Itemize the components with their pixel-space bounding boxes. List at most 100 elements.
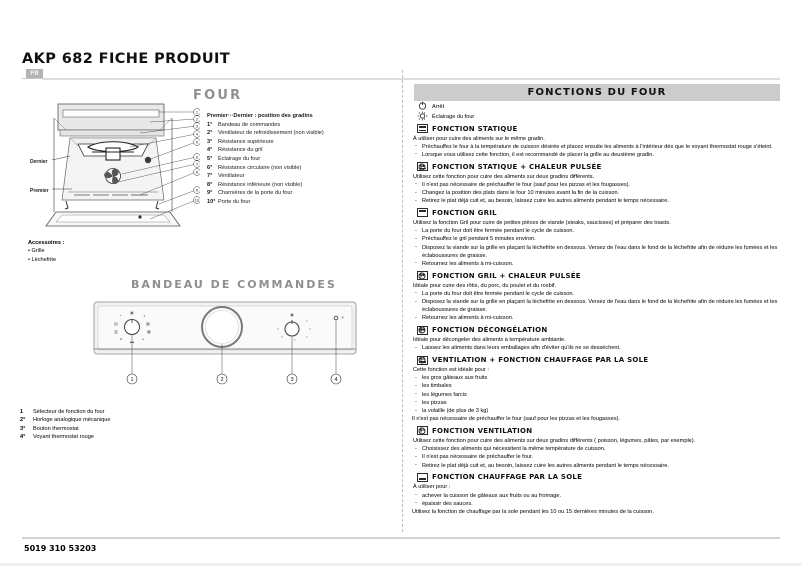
function-block-decongelation: FONCTION DÉCONGÉLATION Idéale pour décon…: [412, 324, 786, 352]
oven-legend-item: 5°Éclairage du four: [207, 155, 397, 164]
svg-text:1: 1: [130, 377, 133, 383]
function-block-sole: FONCTION CHAUFFAGE PAR LA SOLE À utilise…: [412, 471, 786, 516]
function-heading: FONCTION CHAUFFAGE PAR LA SOLE: [412, 471, 786, 483]
function-bullet: Changez la position des plats dans le fo…: [412, 189, 786, 197]
functions-band: FONCTIONS DU FOUR: [414, 84, 780, 101]
oven-diagram: Dernier Premier: [30, 100, 201, 240]
legend-text: Résistance supérieure: [218, 138, 274, 145]
legend-text: Bouton thermostat: [33, 425, 79, 432]
panel-legend-item: 3°Bouton thermostat: [20, 425, 110, 433]
function-title: FONCTION GRIL: [432, 208, 497, 217]
oven-legend-item: 6°Résistance circulaire (non visible): [207, 164, 397, 173]
legend-number: 1: [20, 409, 24, 415]
function-bullet: la volaille (de plus de 3 kg): [412, 407, 786, 415]
legend-number: 3°: [207, 138, 213, 145]
function-title: FONCTION DÉCONGÉLATION: [432, 326, 548, 335]
svg-text:▪: ▪: [281, 334, 283, 339]
function-bullet: les gros gâteaux aux fruits: [412, 374, 786, 382]
legend-text: Ventilateur: [218, 173, 245, 180]
oven-section-title: FOUR: [193, 88, 243, 103]
legend-number: 4°: [207, 147, 213, 154]
function-title: FONCTION GRIL + CHALEUR PULSÉE: [432, 271, 581, 280]
svg-text:10: 10: [195, 198, 200, 203]
legend-text: Horloge analogique mécanique: [33, 417, 111, 424]
oven-label-bottom: Premier: [30, 188, 49, 194]
legend-text: Voyant thermostat rouge: [33, 434, 94, 441]
function-bullet: La porte du four doit être fermée pendan…: [412, 227, 786, 235]
svg-text:▪: ▪: [294, 337, 296, 342]
function-intro: Utilisez cette fonction pour cuire des a…: [413, 173, 595, 180]
svg-text:2: 2: [196, 117, 199, 122]
svg-text:▦: ▦: [146, 321, 150, 326]
footer-divider: [22, 537, 780, 539]
function-heading: FONCTION GRIL: [412, 207, 786, 219]
svg-text:3: 3: [290, 377, 293, 383]
svg-text:9: 9: [196, 188, 199, 193]
svg-text:7: 7: [196, 162, 199, 167]
svg-text:▩: ▩: [147, 329, 151, 334]
fan-bottom-heat-function-icon: [412, 355, 432, 365]
grill-function-icon: [412, 208, 432, 218]
power-off-icon: [412, 101, 432, 112]
static-fan-function-icon: [412, 162, 432, 172]
grill-fan-function-icon: [412, 271, 432, 281]
svg-text:6: 6: [196, 155, 199, 160]
function-block-ventilation: FONCTION VENTILATION Utilisez cette fonc…: [412, 425, 786, 470]
oven-legend-item: 10°Porte du four: [207, 198, 397, 207]
function-bullets: Il n'est pas nécessaire de préchauffer l…: [412, 180, 786, 206]
svg-text:▣: ▣: [130, 310, 134, 315]
function-label-off: Arrêt: [432, 103, 445, 110]
function-bullet: les timbales: [412, 382, 786, 390]
accessories-block: Accessoires : • Grille • Lèchefrite: [28, 239, 64, 264]
oven-legend-item: 8°Résistance inférieure (non visible): [207, 181, 397, 190]
svg-text:▣: ▣: [290, 312, 294, 317]
function-outro: Utilisez la fonction de chauffage par la…: [412, 508, 654, 515]
function-block-ventilation-sole: VENTILATION + FONCTION CHAUFFAGE PAR LA …: [412, 354, 786, 423]
legend-number: 7°: [207, 173, 213, 180]
function-bullet: Retournez les aliments à mi-cuisson.: [412, 259, 786, 268]
svg-text:▬: ▬: [130, 339, 135, 344]
function-bullets: Laissez les aliments dans leurs emballag…: [412, 344, 786, 352]
bottom-heat-function-icon: [412, 472, 432, 482]
svg-text:◑: ◑: [143, 313, 146, 318]
function-bullets: les gros gâteaux aux fruits les timbales…: [412, 374, 786, 415]
ventilation-function-icon: [412, 426, 432, 436]
function-bullet: Retirez le plat déjà cuit et, au besoin,…: [412, 197, 786, 205]
oven-legend-item: 1°Bandeau de commandes: [207, 121, 397, 130]
control-panel-legend: 1 Sélecteur de fonction du four 2° Horloge…: [20, 408, 110, 442]
svg-text:✳: ✳: [341, 315, 345, 320]
svg-text:5: 5: [196, 140, 199, 145]
oven-legend-item: 2°Ventilateur de refroidissement (non vi…: [207, 129, 397, 138]
footer-document-code: 5019 310 53203: [24, 544, 97, 553]
defrost-function-icon: [412, 325, 432, 335]
legend-number: 10°: [207, 198, 216, 205]
legend-text: Résistance du gril: [218, 147, 263, 154]
svg-text:2: 2: [220, 377, 223, 383]
function-heading: FONCTION STATIQUE + CHALEUR PULSÉE: [412, 161, 786, 173]
static-function-icon: [412, 124, 432, 133]
column-divider: [402, 70, 404, 532]
legend-text: Ventilateur de refroidissement (non visi…: [218, 130, 324, 137]
header-divider-secondary: [43, 78, 780, 80]
legend-number: 9°: [207, 190, 213, 197]
function-bullet: Lorsque vous utilisez cette fonction, il…: [412, 150, 786, 159]
svg-text:▤: ▤: [114, 321, 118, 326]
function-title: FONCTION CHAUFFAGE PAR LA SOLE: [432, 473, 583, 482]
function-bullets: achever la cuisson de gâteaux aux fruits…: [412, 491, 786, 508]
legend-text: Bandeau de commandes: [218, 121, 281, 128]
function-intro: Cette fonction est idéale pour :: [413, 367, 489, 374]
legend-number: 2°: [20, 417, 26, 424]
svg-text:3: 3: [196, 124, 199, 129]
oven-legend-intro: Premier···Dernier : position des gradins: [207, 113, 313, 119]
legend-text: Charnières de la porte du four: [218, 190, 293, 197]
legend-number: 6°: [207, 164, 213, 171]
function-bullet: épaissir des sauces.: [412, 499, 786, 508]
function-bullet: Choisissez des aliments qui nécessitent …: [412, 445, 786, 453]
legend-text: Sélecteur de fonction du four: [33, 409, 105, 415]
legend-text: Éclairage du four: [218, 155, 261, 162]
function-bullet: Disposez la viande sur la grille en plaç…: [412, 243, 786, 260]
page-bottom-edge: [0, 563, 802, 566]
svg-text:◔: ◔: [119, 313, 122, 318]
function-bullet: Il n'est pas nécessaire de préchauffer l…: [412, 180, 786, 189]
legend-text: Résistance inférieure (non visible): [218, 181, 303, 188]
